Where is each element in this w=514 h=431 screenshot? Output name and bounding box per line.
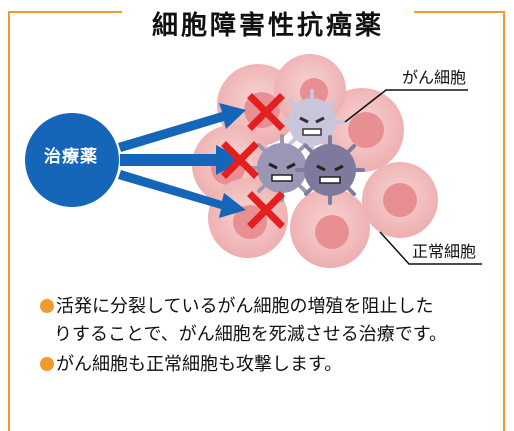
bullet-1: 活発に分裂しているがん細胞の増殖を阻止した — [40, 292, 433, 318]
bullet-1-line-1: 活発に分裂しているがん細胞の増殖を阻止した — [56, 296, 434, 317]
bullet-dot — [40, 299, 54, 313]
bullet-2-line-1: がん細胞も正常細胞も攻撃します。 — [56, 354, 343, 375]
bullet-dot — [40, 357, 54, 371]
cancer-cell-label: がん細胞 — [402, 68, 467, 87]
content-frame: 細胞障害性抗癌薬 — [8, 11, 505, 431]
drug-label: 治療薬 — [44, 147, 98, 167]
page-title: 細胞障害性抗癌薬 — [122, 11, 414, 41]
bullet-2: がん細胞も正常細胞も攻撃します。 — [40, 350, 342, 376]
bullet-1-line-2: りすることで、がん細胞を死滅させる治療です。 — [54, 324, 447, 345]
drug-arrows — [118, 103, 246, 218]
drug-circle — [25, 113, 119, 207]
leader-lines — [344, 89, 482, 265]
normal-cell-label: 正常細胞 — [412, 242, 477, 261]
red-crosses — [221, 93, 285, 229]
mechanism-diagram — [25, 54, 482, 268]
cancer-cells — [248, 89, 365, 205]
